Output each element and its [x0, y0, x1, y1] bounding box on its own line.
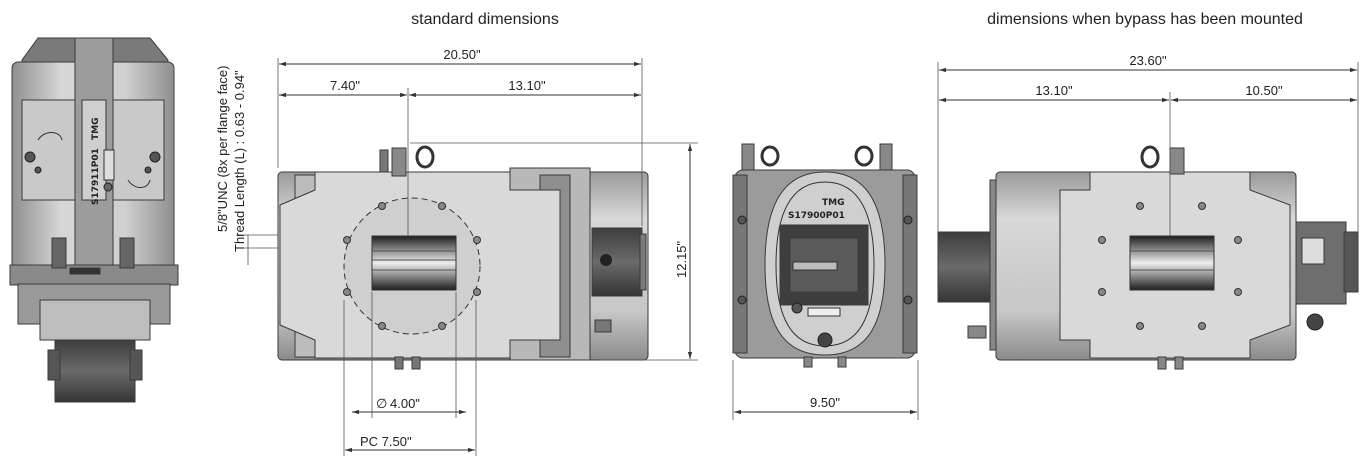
dim-bypass-left-offset: 13.10" [1035, 83, 1073, 98]
top-view: S17911P01 TMG [9, 37, 179, 403]
thread-note-line1: 5/8"UNC (8x per flange face) [215, 66, 230, 232]
thread-note-line2: Thread Length (L) : 0.63 - 0.94" [232, 70, 247, 252]
dim-overall-length: 20.50" [443, 47, 481, 62]
diameter-symbol: ∅ [376, 396, 387, 411]
brand-top-marking: TMG [91, 118, 101, 140]
dim-bore-diameter: 4.00" [390, 396, 420, 411]
side-view-standard [277, 145, 649, 370]
end-view: TMG S17900P01 [732, 143, 918, 368]
heading-bypass-dimensions: dimensions when bypass has been mounted [987, 11, 1303, 28]
dim-bypass-right-offset: 10.50" [1245, 83, 1283, 98]
dim-pitch-circle: PC 7.50" [360, 434, 412, 449]
dim-outlet-offset: 13.10" [508, 78, 546, 93]
dim-inlet-offset: 7.40" [330, 78, 360, 93]
dim-height: 12.15" [674, 240, 689, 278]
serial-end-marking: S17900P01 [788, 211, 845, 221]
brand-end-marking: TMG [822, 198, 844, 208]
dim-end-width: 9.50" [810, 395, 840, 410]
serial-top-marking: S17911P01 [91, 148, 101, 205]
heading-standard-dimensions: standard dimensions [411, 11, 559, 28]
dim-bypass-overall-length: 23.60" [1129, 53, 1167, 68]
side-view-bypass [937, 145, 1359, 370]
